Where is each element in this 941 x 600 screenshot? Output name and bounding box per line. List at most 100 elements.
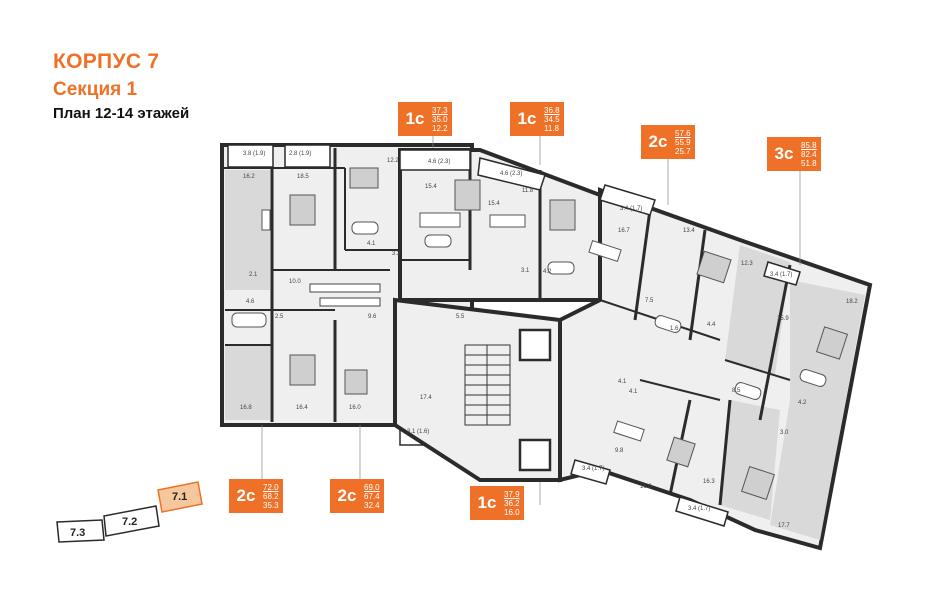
room-area: 9.8 [615, 448, 624, 454]
apartment-areas: 37.3 35.0 12.2 [432, 102, 452, 136]
room-area: 16.0 [640, 484, 652, 490]
room-area: 8.5 [732, 388, 741, 394]
room-area: 4.2 [798, 400, 807, 406]
room-area: 3.1 [521, 268, 530, 274]
room-area: 3.4 (1.7) [688, 506, 710, 512]
room-area: 12.3 [741, 261, 753, 267]
room-area-labels: 3.8 (1.9) 2.8 (1.9) 12.2 4.6 (2.3) 4.6 (… [240, 151, 858, 529]
apartment-label[interactable]: 2с 69.0 67.4 32.4 [330, 479, 384, 513]
apartment-areas: 37.9 36.2 16.0 [504, 486, 524, 520]
apartment-type: 3с [767, 137, 801, 171]
room-area: 4.1 [618, 379, 627, 385]
apartment-label[interactable]: 2с 72.0 68.2 35.3 [229, 479, 283, 513]
area-3: 25.7 [675, 146, 691, 156]
room-area: 3.1 (1.6) [407, 429, 429, 435]
room-area: 3.4 (1.7) [620, 206, 642, 212]
apartment-label[interactable]: 1с 37.3 35.0 12.2 [398, 102, 452, 136]
area-2: 67.4 [364, 491, 380, 501]
total-area: 37.3 [432, 105, 448, 115]
room-area: 15.9 [777, 316, 789, 322]
total-area: 85.8 [801, 140, 817, 150]
section-title: Секция 1 [53, 79, 138, 100]
area-3: 51.8 [801, 158, 817, 168]
area-3: 16.0 [504, 507, 520, 517]
room-area: 2.8 (1.9) [289, 151, 311, 157]
room-area: 18.5 [297, 174, 309, 180]
room-area: 16.2 [243, 174, 255, 180]
apartment-type: 1с [398, 102, 432, 136]
room-area: 4.6 [246, 299, 255, 305]
key-plan [56, 481, 203, 543]
room-area: 11.8 [522, 188, 534, 194]
total-area: 36.8 [544, 105, 560, 115]
central-core [393, 148, 602, 482]
area-3: 11.8 [544, 123, 559, 133]
room-area: 7.5 [645, 298, 654, 304]
total-area: 57.6 [675, 128, 691, 138]
room-area: 4.6 (2.3) [500, 171, 522, 177]
building-title: КОРПУС 7 [53, 50, 160, 73]
area-3: 35.3 [263, 500, 279, 510]
room-area: 1.6 [670, 326, 679, 332]
apartment-label[interactable]: 1с 37.9 36.2 16.0 [470, 486, 524, 520]
area-3: 32.4 [364, 500, 380, 510]
apartment-label[interactable]: 3с 85.8 82.4 51.8 [767, 137, 821, 171]
room-area: 16.0 [349, 405, 361, 411]
total-area: 37.9 [504, 489, 520, 499]
area-2: 35.0 [432, 114, 448, 124]
floors-title: План 12-14 этажей [53, 105, 190, 122]
apartment-areas: 57.6 55.9 25.7 [675, 125, 695, 159]
room-area: 15.4 [488, 201, 500, 207]
room-area: 16.3 [703, 479, 715, 485]
apartment-type: 2с [641, 125, 675, 159]
apartment-areas: 72.0 68.2 35.3 [263, 479, 283, 513]
room-area: 4.1 [367, 241, 376, 247]
room-area: 5.5 [456, 314, 465, 320]
area-2: 55.9 [675, 137, 691, 147]
room-area: 4.6 (2.3) [428, 159, 450, 165]
room-area: 2.1 [249, 272, 258, 278]
room-area: 9.6 [368, 314, 377, 320]
room-area: 3.0 [780, 430, 789, 436]
apartment-areas: 36.8 34.5 11.8 [544, 102, 564, 136]
apartment-type: 2с [330, 479, 364, 513]
room-area: 4.1 [629, 389, 638, 395]
room-area: 16.4 [296, 405, 308, 411]
room-area: 18.2 [846, 299, 858, 305]
room-area: 15.4 [425, 184, 437, 190]
key-plan-label-active: 7.1 [172, 491, 187, 503]
area-3: 12.2 [432, 123, 448, 133]
total-area: 69.0 [364, 482, 380, 492]
room-area: 3.4 (1.7) [582, 466, 604, 472]
room-area: 2.5 [275, 314, 284, 320]
room-area: 17.7 [778, 523, 790, 529]
key-plan-label: 7.2 [122, 516, 137, 528]
key-plan-labels: 7.3 7.2 7.1 [70, 491, 187, 539]
apartment-label[interactable]: 1с 36.8 34.5 11.8 [510, 102, 564, 136]
room-area: 16.8 [240, 405, 252, 411]
area-2: 34.5 [544, 114, 560, 124]
key-plan-label: 7.3 [70, 527, 85, 539]
area-2: 82.4 [801, 149, 817, 159]
title-block: КОРПУС 7 Секция 1 План 12-14 этажей [53, 48, 189, 125]
apartment-type: 1с [470, 486, 504, 520]
room-area: 13.4 [683, 228, 695, 234]
apartment-areas: 85.8 82.4 51.8 [801, 137, 821, 171]
apartment-label[interactable]: 2с 57.6 55.9 25.7 [641, 125, 695, 159]
room-area: 3.3 [392, 251, 401, 257]
room-area: 10.0 [289, 279, 301, 285]
apartment-type: 1с [510, 102, 544, 136]
apartment-areas: 69.0 67.4 32.4 [364, 479, 384, 513]
room-area: 4.4 [707, 322, 716, 328]
room-area: 12.2 [387, 158, 399, 164]
area-2: 36.2 [504, 498, 520, 508]
right-wing [558, 184, 873, 551]
area-2: 68.2 [263, 491, 279, 501]
room-area: 4.2 [543, 269, 552, 275]
apartment-type: 2с [229, 479, 263, 513]
room-area: 16.7 [618, 228, 630, 234]
room-area: 3.4 (1.7) [770, 272, 792, 278]
total-area: 72.0 [263, 482, 279, 492]
room-area: 17.4 [420, 395, 432, 401]
